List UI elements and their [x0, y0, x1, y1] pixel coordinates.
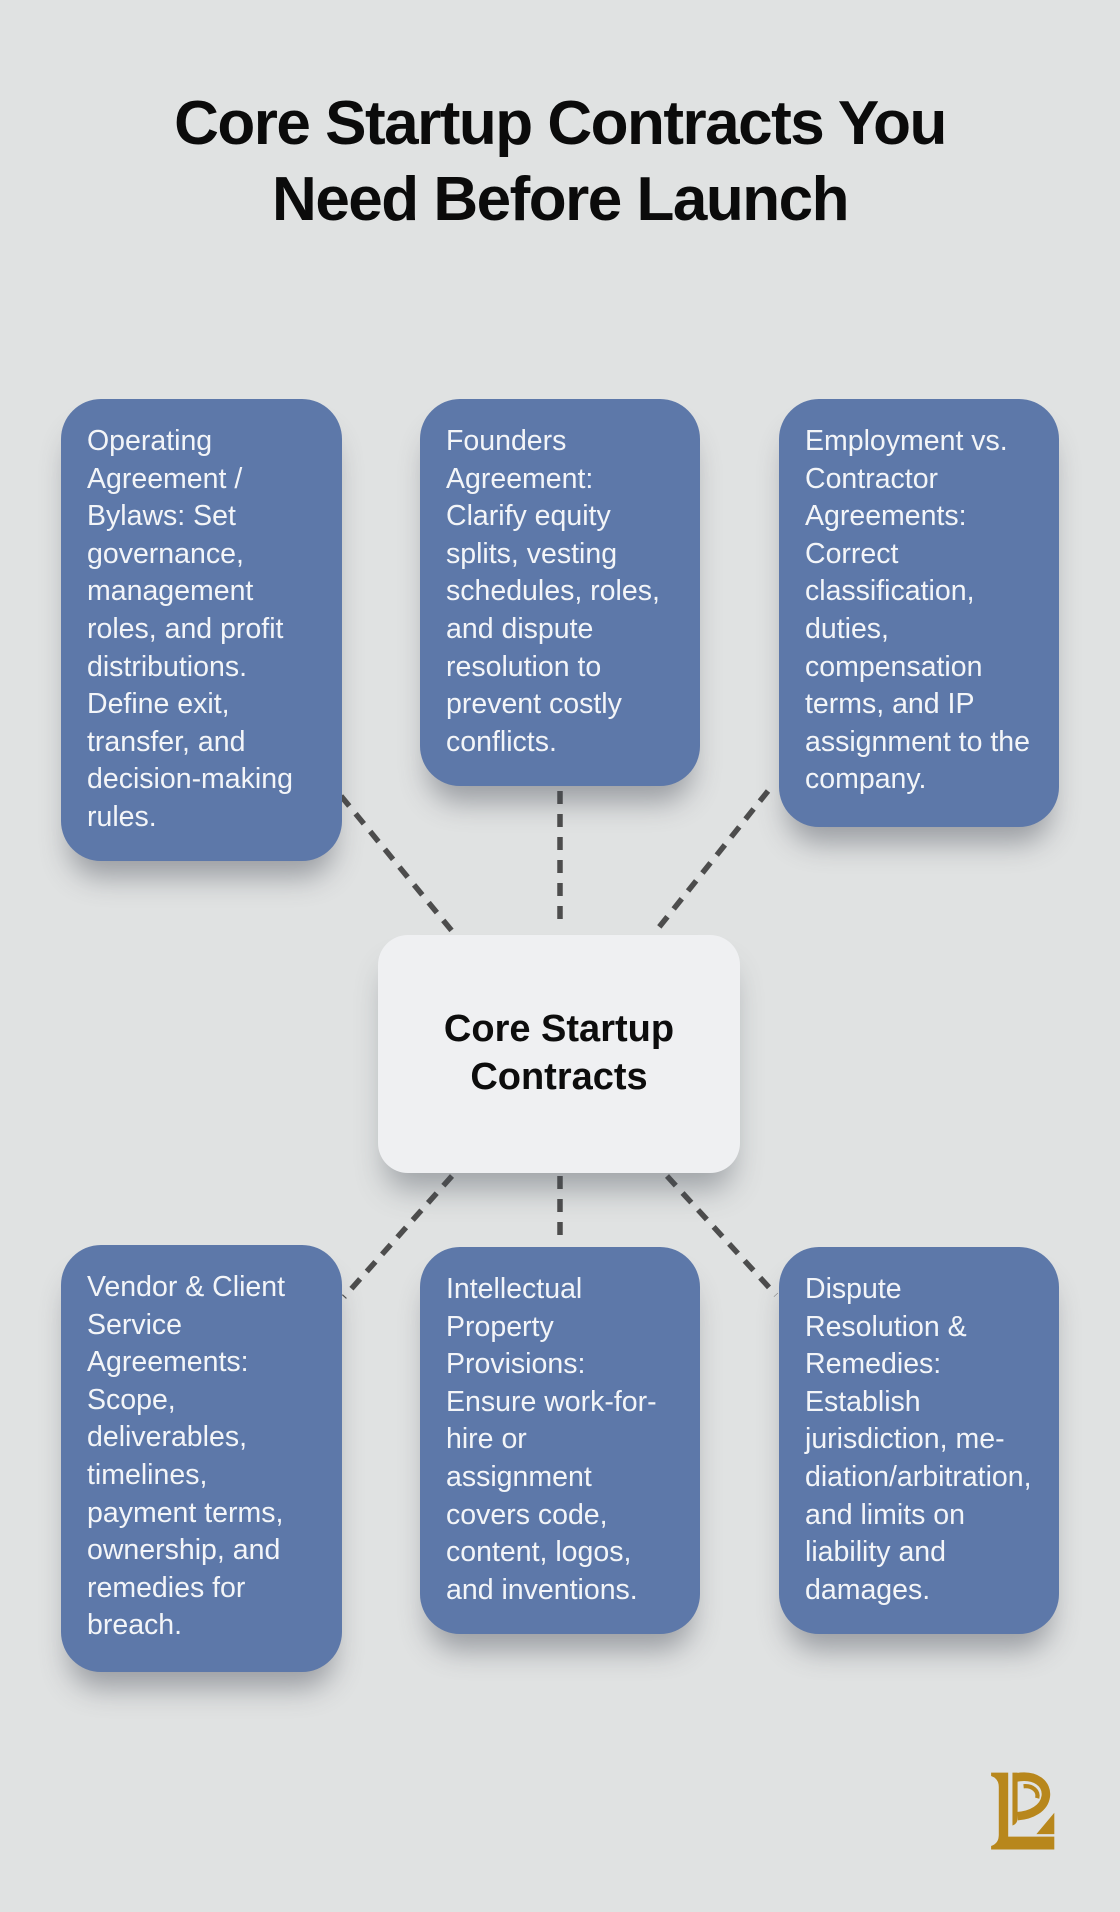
node-operating-agreement: Operating Agreement / Bylaws: Set govern… — [61, 399, 342, 861]
center-node: Core Startup Contracts — [378, 935, 740, 1173]
node-vendor-client-agreements: Vendor & Client Service Agreements: Scop… — [61, 1245, 342, 1672]
node-employment-vs-contractor: Employment vs. Contractor Agreements: Co… — [779, 399, 1059, 827]
node-dispute-resolution: Dispute Resolution & Remedies: Establish… — [779, 1247, 1059, 1634]
lp-monogram-svg — [991, 1772, 1055, 1850]
connector-top-left — [338, 794, 455, 933]
node-founders-agreement: Founders Agreement: Clarify equity split… — [420, 399, 700, 786]
center-node-label: Core Startup Contracts — [443, 1008, 675, 1098]
page-title-line-2: Need Before Launch — [272, 164, 849, 234]
node-founders-agreement-text: Founders Agreement: Clarify equity split… — [446, 425, 660, 758]
connector-top-right — [653, 789, 771, 933]
node-ip-provisions-text: Intellectual Property Provisions: Ensure… — [446, 1273, 657, 1606]
lp-monogram-icon — [982, 1770, 1060, 1852]
page-title-line-1: Core Startup Contracts You — [174, 89, 947, 158]
node-operating-agreement-text: Operating Agreement / Bylaws: Set govern… — [87, 425, 293, 833]
node-employment-vs-contractor-text: Employment vs. Contractor Agreements: Co… — [805, 425, 1030, 796]
node-dispute-resolution-text: Dispute Resolution & Remedies: Establish… — [805, 1273, 1032, 1606]
node-vendor-client-agreements-text: Vendor & Client Service Agreements: Scop… — [87, 1271, 286, 1642]
node-ip-provisions: Intellectual Property Provisions: Ensure… — [420, 1247, 700, 1634]
page-title: Core Startup Contracts You Need Before L… — [0, 86, 1120, 237]
